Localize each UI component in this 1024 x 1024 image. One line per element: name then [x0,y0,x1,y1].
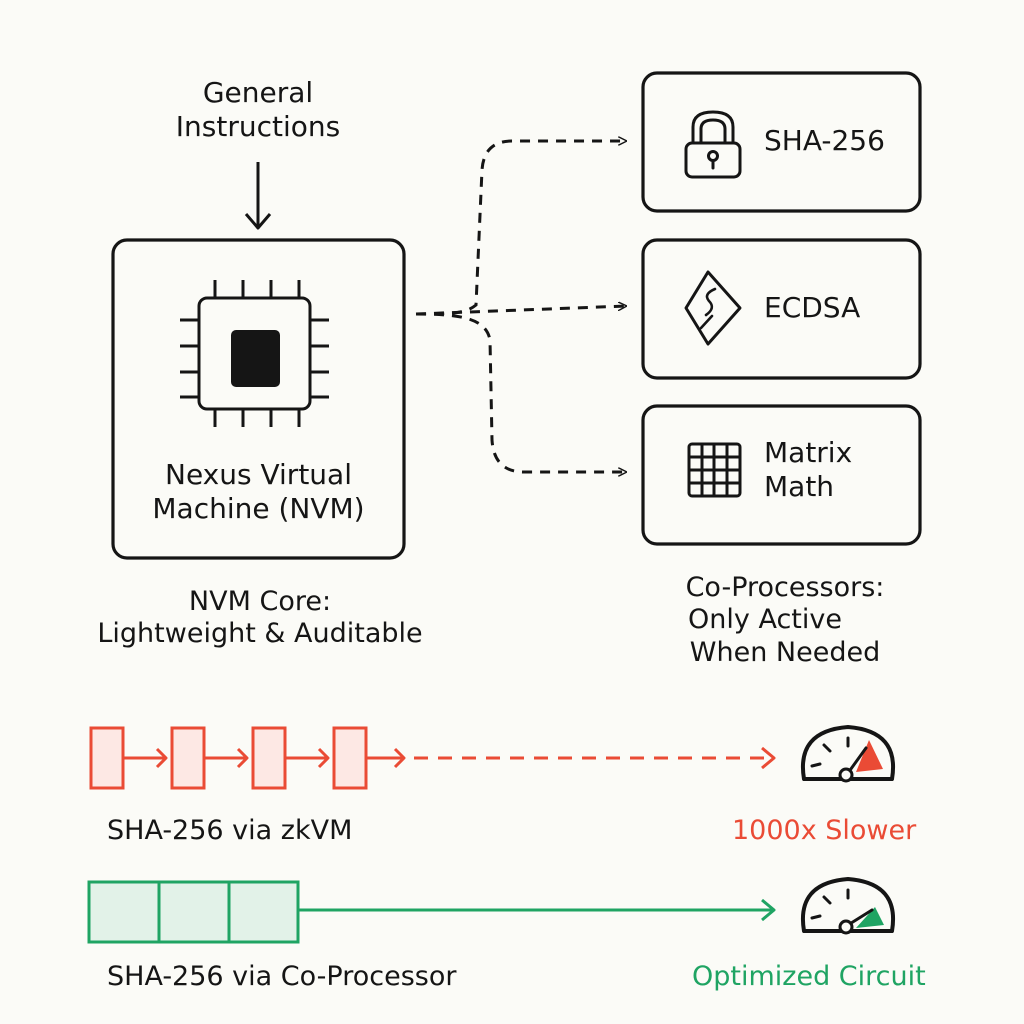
coprocessor-label-matrix-line-1: Matrix [764,436,853,469]
nvm-title-line-2: Machine (NVM) [152,491,365,525]
speedometer-fast-icon [801,877,895,935]
chip-icon [180,280,329,427]
input-label: General Instructions [148,76,368,143]
dispatch-lines [415,141,626,472]
dispatch-line-sha256 [415,141,626,316]
signature-diamond-icon [684,270,742,346]
nvm-caption: NVM Core: Lightweight & Auditable [60,586,460,651]
speedometer-slow-icon [801,725,895,783]
coprocessor-caption-line-1: Co-Processors: [685,572,885,603]
coprocessor-label-matrix: Matrix Math [764,436,852,503]
zkvm-step-1 [89,726,125,790]
input-label-line-1: General [202,76,314,109]
coprocessor-result: Optimized Circuit [692,961,926,992]
coprocessor-caption-line-3: When Needed [689,636,881,668]
zkvm-step-3 [251,726,287,790]
coprocessor-caption-line-2: Only Active [688,604,842,636]
zkvm-step-4 [332,726,368,790]
coprocessor-label-ecdsa: ECDSA [764,291,861,324]
coprocessor-pipeline [87,880,776,944]
input-arrow [244,162,272,230]
nvm-box [111,238,406,560]
coprocessor-label: SHA-256 via Co-Processor [107,961,457,992]
zkvm-pipeline [89,726,776,790]
coprocessor-box-ecdsa [641,238,922,380]
zkvm-result: 1000x Slower [732,815,917,846]
coprocessor-box-matrix [641,404,922,546]
dispatch-line-matrix [415,312,626,472]
coprocessor-label-sha256: SHA-256 [764,124,885,157]
dispatch-line-ecdsa [415,306,626,316]
nvm-title: Nexus Virtual Machine (NVM) [123,458,394,525]
nvm-caption-line-2: Lightweight & Auditable [97,618,423,650]
zkvm-step-2 [170,726,206,790]
zkvm-label: SHA-256 via zkVM [107,815,353,846]
input-label-line-2: Instructions [175,109,341,143]
padlock-icon [684,110,742,179]
nvm-caption-line-1: NVM Core: [188,586,332,617]
coprocessor-caption: Co-Processors: Only Active When Needed [640,572,930,669]
coprocessor-box-sha256 [641,71,922,213]
coprocessor-label-matrix-line-2: Math [764,469,835,503]
nvm-title-line-1: Nexus Virtual [165,458,352,491]
grid-icon [687,442,742,498]
